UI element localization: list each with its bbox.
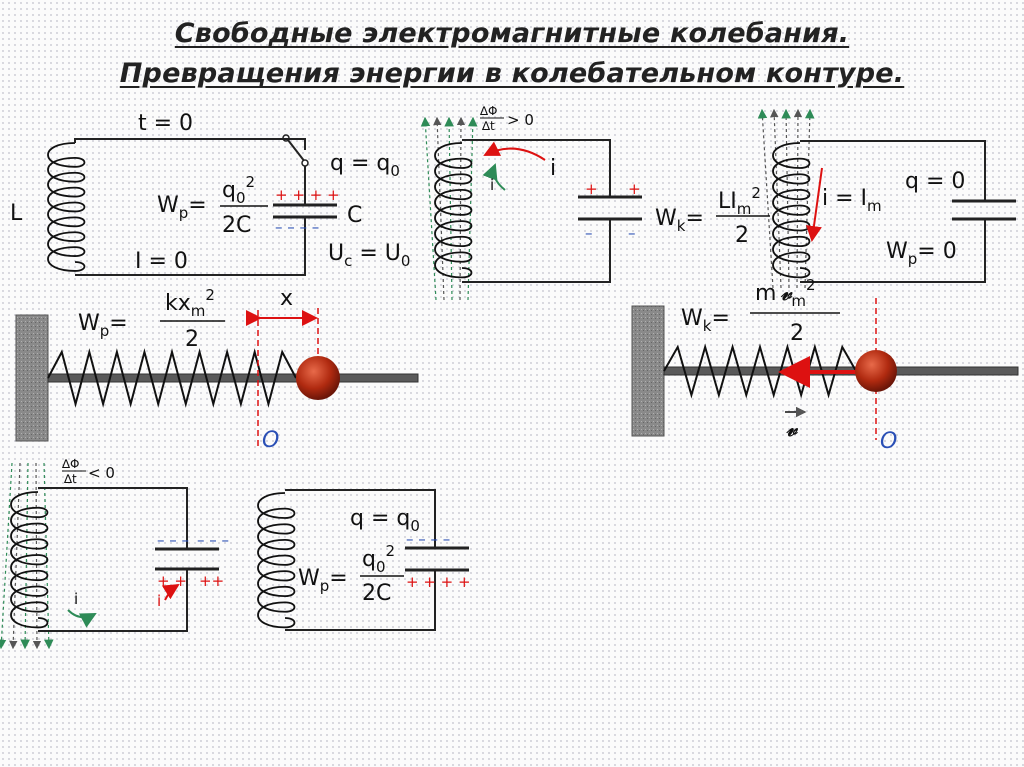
- field-line: [770, 108, 782, 289]
- field-line: [9, 462, 21, 650]
- minus-left: –: [585, 224, 593, 242]
- induced-current-label: i: [74, 590, 78, 608]
- flux-change-den: ∆t: [481, 119, 495, 133]
- wall: [15, 314, 49, 442]
- minus-charges: – – – –: [275, 218, 319, 236]
- field-line: [757, 108, 774, 289]
- circuit-2: + + – – i i ∆Φ ∆t > 0: [420, 104, 642, 301]
- page-title-line-2: Превращения энергии в колебательном конт…: [119, 58, 905, 89]
- kinetic-energy-label: Wk=: [681, 306, 730, 335]
- coil-turns: [772, 142, 811, 279]
- fraction-numerator: LIm2: [718, 184, 761, 218]
- charge-label: q = 0: [905, 169, 965, 194]
- coil-turns: [10, 491, 49, 629]
- plus-left: + +: [157, 572, 187, 590]
- plus-charges: + + + +: [406, 573, 471, 591]
- potential-energy-label: Wp= 0: [886, 239, 957, 268]
- wall: [631, 305, 665, 437]
- induced-current-label: i: [490, 176, 494, 194]
- current-label: I = 0: [135, 249, 188, 274]
- plus-right: ++: [199, 572, 224, 590]
- fraction-denominator: 2C: [222, 213, 251, 238]
- field-line: [420, 116, 437, 301]
- minus-right: – – –: [197, 531, 229, 549]
- time-label: t = 0: [138, 111, 193, 136]
- circuit-4: – – – – – – + + ++ i i ∆Φ ∆t < 0: [0, 457, 229, 650]
- ball: [855, 350, 897, 392]
- current-arrow: [483, 141, 546, 161]
- fraction-denominator: 2C: [362, 581, 391, 606]
- velocity-label: 𝓋: [786, 417, 799, 442]
- spring: [47, 348, 297, 408]
- magnetic-field-lines: [420, 116, 478, 301]
- minus-charges: – – – –: [406, 530, 450, 548]
- potential-energy-label: Wp=: [298, 566, 348, 595]
- switch: [287, 139, 306, 163]
- plus-right: +: [628, 180, 641, 198]
- fraction-numerator: q02: [362, 542, 395, 576]
- potential-energy-label: Wp=: [78, 311, 128, 340]
- charge-label: q = q0: [350, 506, 420, 535]
- origin-label: O: [880, 429, 897, 454]
- flux-comparison: < 0: [88, 464, 115, 482]
- fraction-numerator: q02: [222, 173, 255, 207]
- field-line: [444, 116, 454, 301]
- minus-right: –: [628, 224, 636, 242]
- flux-comparison: > 0: [507, 111, 534, 129]
- inductor-label: L: [10, 201, 23, 226]
- current-arrow: [806, 167, 823, 242]
- capacitor-label: C: [347, 203, 362, 228]
- voltage-label: Uc = U0: [328, 241, 410, 270]
- ball: [296, 356, 340, 400]
- inductor-coil-1: [47, 142, 86, 272]
- current-label: i: [157, 592, 161, 610]
- coil-turns: [434, 142, 473, 279]
- origin-label: O: [262, 428, 279, 453]
- spring: [663, 343, 857, 399]
- displacement-label: x: [280, 286, 293, 311]
- flux-change-den: ∆t: [63, 472, 77, 486]
- inductor-coil-2: [434, 142, 473, 279]
- circuit-1: + + + + – – – – t = 0 L q = q0 Wp= q02 2…: [10, 111, 410, 276]
- fraction-denominator: 2: [790, 321, 804, 346]
- kinetic-energy-label: Wk=: [655, 206, 704, 235]
- inductor-coil-3: [772, 142, 811, 279]
- fraction-denominator: 2: [185, 327, 199, 352]
- fraction-denominator: 2: [735, 223, 749, 248]
- charge-label: q = q0: [330, 151, 400, 180]
- flux-change-num: ∆Φ: [479, 104, 497, 118]
- plus-charges: + + + +: [275, 186, 340, 204]
- inductor-coil-4: [10, 491, 49, 629]
- current-label: i: [550, 156, 556, 181]
- circuit-5: – – – – + + + + q = q0 Wp= q02 2C: [257, 489, 471, 631]
- field-line: [456, 116, 466, 301]
- current-max-label: i = Im: [822, 186, 882, 215]
- field-line: [43, 462, 54, 650]
- spring-pendulum-1: x O Wp= kxm2 2: [15, 286, 419, 453]
- plus-left: +: [585, 180, 598, 198]
- page-title-line-1: Свободные электромагнитные колебания.: [174, 18, 850, 49]
- induced-current-arrow: [482, 163, 506, 191]
- coil-turns: [47, 142, 86, 272]
- minus-left: – – –: [157, 531, 189, 549]
- flux-change-num: ∆Φ: [61, 457, 79, 471]
- coil-turns: [257, 492, 296, 629]
- field-line: [0, 462, 13, 650]
- inductor-coil-5: [257, 492, 296, 629]
- circuit-3: Wk= LIm2 2 i = Im q = 0 Wp= 0: [655, 108, 1016, 289]
- energy-label: Wp=: [157, 193, 207, 222]
- fraction-numerator: kxm2: [165, 286, 215, 320]
